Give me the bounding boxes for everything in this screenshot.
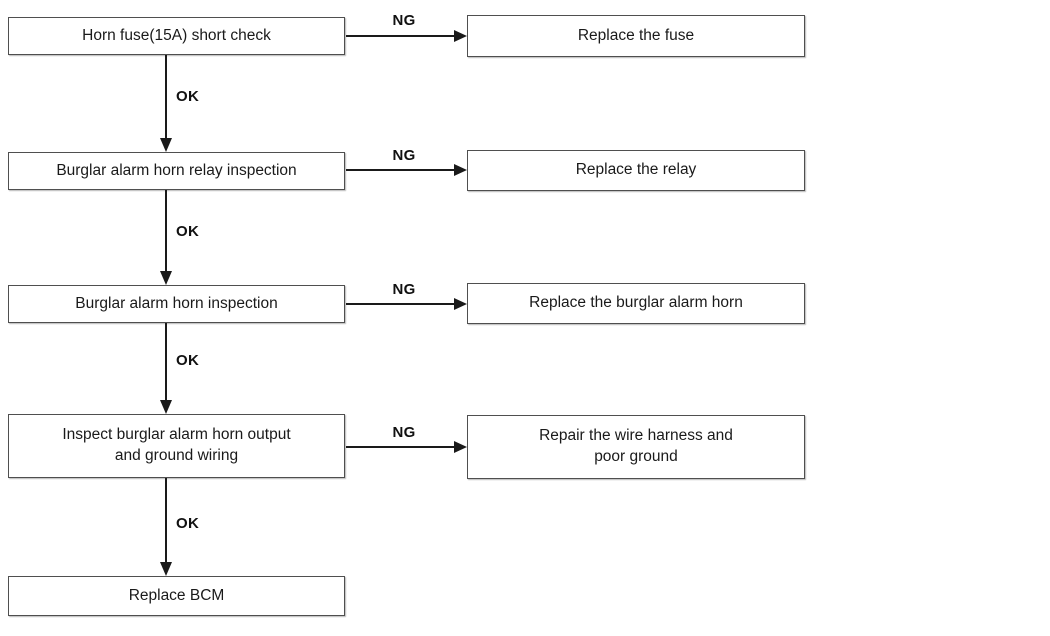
action-box-replace-horn: Replace the burglar alarm horn — [467, 283, 805, 324]
ok-label-1: OK — [176, 88, 200, 105]
ng-label-1: NG — [392, 12, 416, 29]
arrow-down-icon-3 — [160, 400, 172, 414]
action-box-replace-fuse: Replace the fuse — [467, 15, 805, 57]
arrow-down-icon-4 — [160, 562, 172, 576]
connector-line-ng-3 — [346, 303, 455, 305]
connector-line-ok-4 — [165, 478, 167, 562]
step-box-horn-fuse-check: Horn fuse(15A) short check — [8, 17, 345, 55]
connector-line-ok-1 — [165, 55, 167, 140]
action-box-replace-relay: Replace the relay — [467, 150, 805, 191]
arrow-right-icon-2 — [454, 164, 467, 176]
step-box-replace-bcm: Replace BCM — [8, 576, 345, 616]
connector-line-ok-2 — [165, 190, 167, 271]
ng-label-4: NG — [392, 424, 416, 441]
arrow-right-icon-3 — [454, 298, 467, 310]
arrow-right-icon-1 — [454, 30, 467, 42]
step-box-output-ground-wiring: Inspect burglar alarm horn output and gr… — [8, 414, 345, 478]
ok-label-3: OK — [176, 352, 200, 369]
connector-line-ok-3 — [165, 323, 167, 400]
connector-line-ng-4 — [346, 446, 455, 448]
action-box-repair-harness: Repair the wire harness and poor ground — [467, 415, 805, 479]
ng-label-3: NG — [392, 281, 416, 298]
connector-line-ng-2 — [346, 169, 455, 171]
ng-label-2: NG — [392, 147, 416, 164]
ok-label-4: OK — [176, 515, 200, 532]
arrow-down-icon-1 — [160, 138, 172, 152]
step-box-horn-relay-inspection: Burglar alarm horn relay inspection — [8, 152, 345, 190]
ok-label-2: OK — [176, 223, 200, 240]
arrow-down-icon-2 — [160, 271, 172, 285]
connector-line-ng-1 — [346, 35, 455, 37]
arrow-right-icon-4 — [454, 441, 467, 453]
step-box-horn-inspection: Burglar alarm horn inspection — [8, 285, 345, 323]
